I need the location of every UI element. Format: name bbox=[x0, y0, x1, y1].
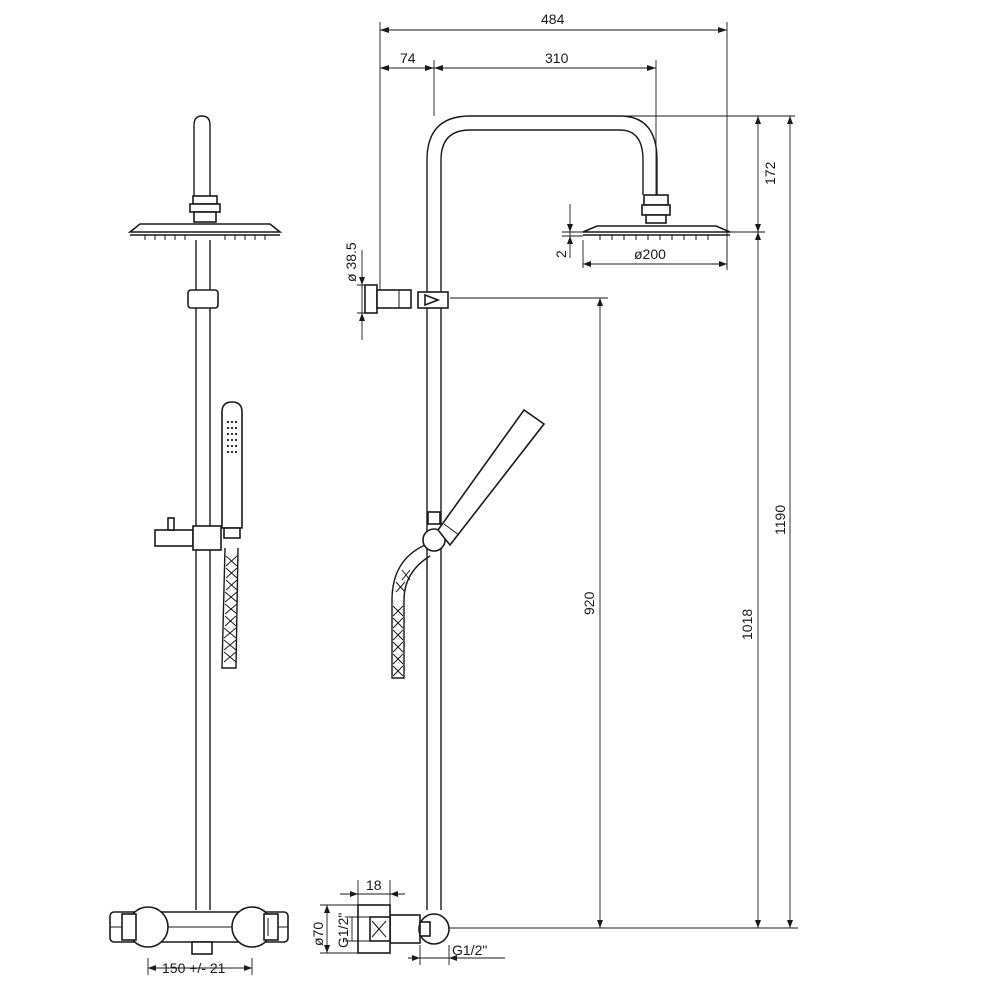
side-view bbox=[357, 115, 731, 954]
dimension-labels: 484 74 310 172 2 ø200 ø 38.5 920 1018 11… bbox=[310, 11, 788, 958]
slider-height-label: 920 bbox=[581, 591, 597, 615]
side-shower-nozzles bbox=[599, 235, 709, 240]
head-diameter-label: ø200 bbox=[634, 246, 666, 262]
head-drop-label: 172 bbox=[762, 161, 778, 185]
connector-depth-label: 18 bbox=[366, 877, 382, 893]
shower-nozzles bbox=[144, 235, 266, 240]
front-view: 150 +/- 21 bbox=[109, 115, 289, 976]
head-thickness-label: 2 bbox=[553, 250, 569, 258]
connector-thread-label: G1/2" bbox=[335, 913, 351, 948]
holder-diameter-label: ø 38.5 bbox=[343, 242, 359, 282]
handshower-spray-dots bbox=[226, 420, 238, 454]
dimension-lines bbox=[320, 22, 798, 965]
total-width-label: 484 bbox=[541, 11, 565, 27]
arm-reach-label: 310 bbox=[545, 50, 569, 66]
offset-label: 74 bbox=[400, 50, 416, 66]
inlet-spacing-label: 150 +/- 21 bbox=[162, 960, 226, 976]
connector-diameter-label: ø70 bbox=[310, 922, 326, 946]
outlet-thread-label: G1/2" bbox=[452, 942, 487, 958]
total-height-label: 1190 bbox=[772, 505, 788, 535]
head-height-label: 1018 bbox=[739, 609, 755, 640]
